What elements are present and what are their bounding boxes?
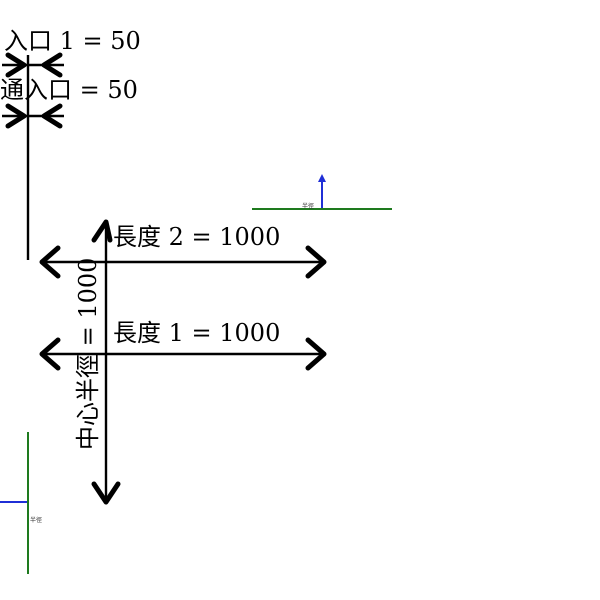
entrance-1-label: 入口 1 = 50 (4, 27, 141, 55)
up-arrow-icon (318, 174, 326, 182)
length-2-dimension: 長度 2 = 1000 (39, 223, 327, 279)
center-radius-label: 中心半徑 = 1000 (74, 258, 102, 450)
length-1-dimension: 長度 1 = 1000 (39, 319, 327, 371)
entrance-2-arrow-right (41, 103, 63, 129)
entrance-1-arrow-left (5, 52, 27, 78)
length-1-label: 長度 1 = 1000 (113, 319, 280, 347)
center-radius-arrow-top (91, 219, 113, 243)
bottom-left-reference-label: 半徑 (30, 516, 42, 524)
bottom-left-reference-marker: 半徑 (0, 432, 42, 574)
entrance-dimension-group: 入口 1 = 50 通入口 = 50 (0, 27, 141, 260)
top-right-reference-label: 半徑 (302, 202, 314, 210)
entrance-1-arrows (2, 52, 64, 78)
center-radius-dimension: 中心半徑 = 1000 (74, 219, 121, 505)
length-1-arrow-left (39, 337, 61, 371)
length-2-label: 長度 2 = 1000 (113, 223, 280, 251)
entrance-1-arrow-right (41, 52, 63, 78)
center-radius-arrow-bottom (91, 481, 121, 505)
length-1-arrow-right (305, 337, 327, 371)
entrance-2-arrow-left (5, 103, 27, 129)
length-2-arrow-left (39, 245, 61, 279)
entrance-2-label: 通入口 = 50 (0, 76, 138, 104)
length-2-arrow-right (305, 245, 327, 279)
entrance-2-arrows (2, 103, 64, 129)
top-right-reference-marker: 半徑 (252, 174, 392, 210)
